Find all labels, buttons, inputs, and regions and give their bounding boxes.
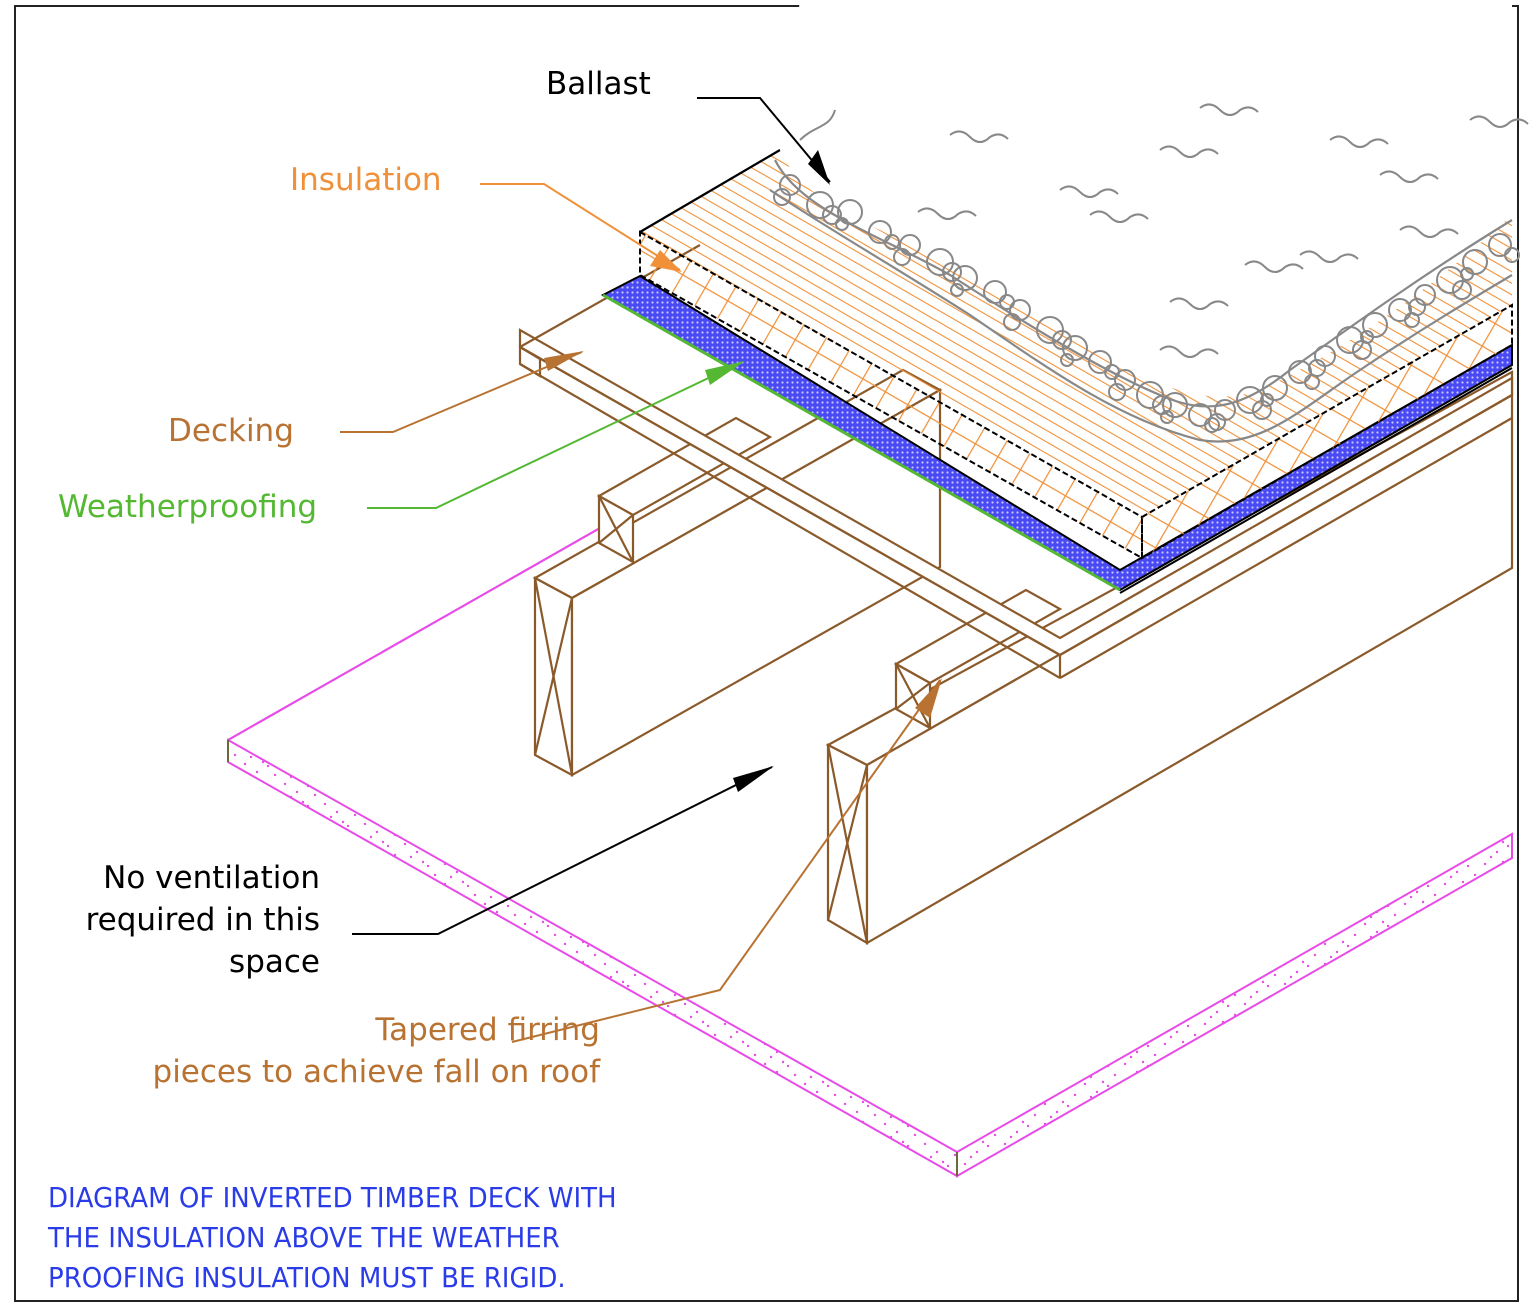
ballast-stone [1504,247,1520,263]
ballast-texture-mark [1469,115,1529,128]
arrowhead-decking [544,351,584,371]
label-ballast: Ballast [546,66,651,102]
ballast-stone [1262,375,1288,401]
leader-insulation [480,183,682,272]
ballast-stone [1462,249,1488,275]
label-no-ventilation-line-1: No ventilation [103,860,320,896]
caption-line-2: THE INSULATION ABOVE THE WEATHER [48,1221,560,1254]
ballast-stone [1336,326,1364,354]
ballast-stone [837,199,863,225]
ballast-stone [1436,266,1464,294]
ballast-stones [773,174,1520,433]
ballast-stone [806,191,834,219]
leader-no-ventilation [352,766,774,935]
ballast-stone [983,280,1007,304]
ballast-texture-mark [1399,225,1459,238]
ballast-stone [1408,298,1426,316]
drawing-frame [14,5,1519,1302]
ballast-stone [1052,330,1072,350]
ballast-stone [1360,330,1374,344]
ballast-texture-mark [1169,297,1229,310]
label-tapered-firring-line-1: Tapered firring [375,1012,600,1048]
caption-line-1: DIAGRAM OF INVERTED TIMBER DECK WITH [48,1181,617,1214]
ballast-texture-mark [1089,210,1149,223]
ballast-layer [769,0,1529,443]
ballast-stone [822,205,842,225]
label-no-ventilation-line-3: space [229,944,320,980]
label-weatherproofing: Weatherproofing [58,489,318,525]
ballast-texture-marks [917,103,1529,358]
ceiling-board [227,527,1513,1178]
ceiling-board-side-face [956,832,1513,1178]
ballast-stone [835,217,849,231]
arrowhead-no-ventilation [733,766,774,792]
leader-decking [340,351,584,433]
ballast-stone [1003,313,1021,331]
ballast-stone [893,248,911,266]
ballast-stone [1460,267,1474,281]
ballast-stone [1188,403,1212,427]
label-no-ventilation-line-2: required in this [85,902,320,938]
decking-board [518,244,1514,679]
ballast-texture-mark [1329,135,1389,148]
ballast-stone [1308,359,1326,377]
ballast-texture-mark [1244,260,1304,273]
ballast-texture-mark [1379,170,1439,183]
ballast-stone [1452,280,1472,300]
ballast-stone [942,262,962,282]
ballast-stone [1388,298,1412,322]
ballast-stone [773,188,791,206]
label-decking: Decking [168,413,294,449]
ballast-stone [884,234,900,250]
ballast-stone [1162,392,1188,418]
label-insulation: Insulation [290,162,442,198]
ballast-stone [1060,353,1074,367]
ballast-texture-mark [949,130,1009,143]
ballast-texture-mark [1299,250,1359,263]
ballast-stone [1136,381,1164,409]
ballast-stone [1160,410,1174,424]
arrowhead-weatherproofing [705,361,745,385]
ballast-stone [1208,413,1226,431]
ballast-stone [1108,383,1126,401]
ballast-stone [1488,233,1512,257]
ballast-outline-lower [769,189,1513,443]
leader-weatherproofing [367,361,745,509]
ballast-stone [868,220,892,244]
firring-piece-left [596,416,773,564]
ballast-stone [1088,350,1112,374]
label-tapered-firring-line-2: pieces to achieve fall on roof [152,1054,600,1090]
ballast-texture-mark [1199,103,1259,116]
arrowhead-ballast [808,150,830,185]
ballast-texture-mark [1059,185,1119,198]
label-no-ventilation: No ventilation required in this space [20,857,320,983]
ballast-stone [952,265,978,291]
ballast-stone [1236,386,1264,414]
ballast-texture-mark [917,207,977,220]
ballast-stone [1036,316,1064,344]
ballast-stone [1362,312,1388,338]
leader-ballast [697,97,831,185]
label-tapered-firring: Tapered firring pieces to achieve fall o… [60,1009,600,1093]
arrowhead-tapered-firring [915,678,942,718]
ballast-texture-mark [1159,145,1219,158]
ceiling-board-back-edge [227,527,601,741]
leader-tapered-firring [511,678,942,1043]
ballast-stone [950,283,964,297]
diagram-caption: DIAGRAM OF INVERTED TIMBER DECK WITH THE… [48,1178,617,1298]
ballast-stone [926,248,954,276]
arrowhead-insulation [650,250,682,272]
ballast-texture-mark [1159,345,1219,358]
ballast-stone [1062,335,1088,361]
ballast-stone [1260,393,1274,407]
ballast-stone [1204,417,1220,433]
caption-line-3: PROOFING INSULATION MUST BE RIGID. [48,1261,566,1294]
